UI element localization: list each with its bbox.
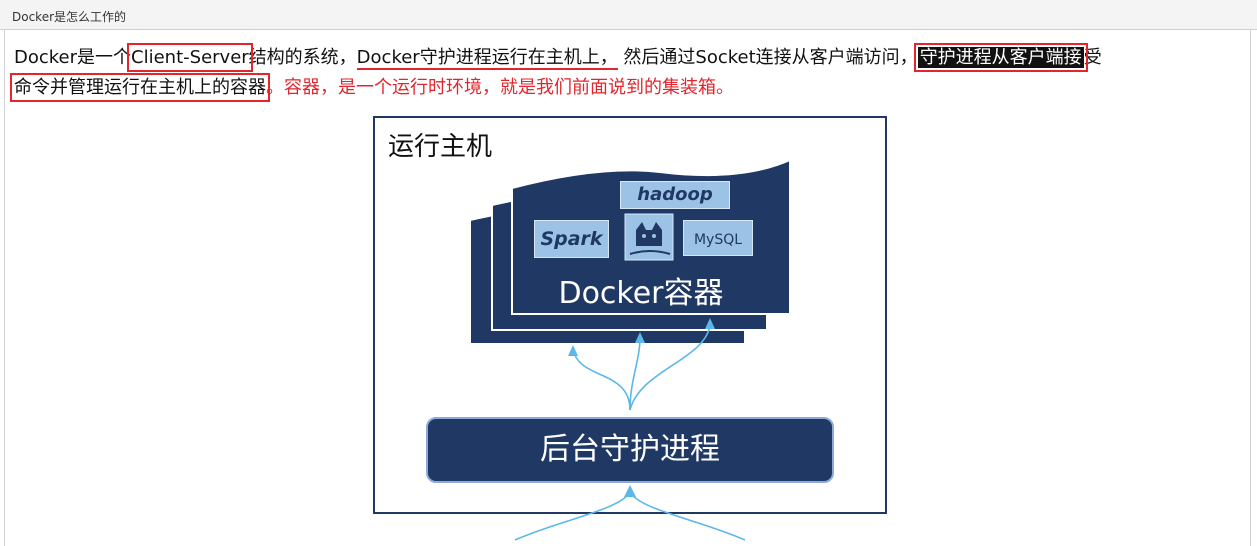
arrowhead-left [568,345,578,356]
arrow-to-container-center [629,337,641,411]
background-daemon-box: 后台守护进程 [426,417,834,483]
text-run: 受 [1083,47,1102,68]
annotated-text-manage-containers: 命令并管理运行在主机上的容器 [10,73,270,102]
arrowhead-daemon [624,485,636,497]
window-title-bar: Docker是怎么工作的 [0,0,1257,30]
arrow-to-container-left [572,349,631,411]
annotated-text-client-server: Client-Server [127,43,253,72]
underlined-text-daemon: Docker守护进程运行在主机上， [356,47,618,70]
arrowhead-right [705,318,715,329]
red-text-container-definition: 。容器，是一个运行时环境，就是我们前面说到的集装箱。 [266,77,734,98]
text-run: 结构的系统， [248,47,357,68]
text-run: Docker是一个 [14,47,132,68]
window-title: Docker是怎么工作的 [12,10,127,24]
arrow-from-client-right [629,491,746,541]
mysql-logo: MySQL [683,220,753,256]
text-run: 然后通过Socket连接从客户端访问， [617,47,918,68]
arrow-to-container-right [629,324,711,411]
host-label: 运行主机 [388,132,493,162]
paragraph-line-2: 命令并管理运行在主机上的容器。容器，是一个运行时环境，就是我们前面说到的集装箱。 [10,73,734,103]
tomcat-icon [624,213,674,261]
paragraph-line-1: Docker是一个Client-Server结构的系统，Docker守护进程运行… [14,43,1102,73]
spark-logo: Spark [534,220,609,258]
selected-text-daemon-receives[interactable]: 守护进程从客户端接 [913,43,1088,72]
docker-container-label: Docker容器 [558,276,724,311]
hadoop-logo: hadoop [620,181,730,209]
arrow-from-client-left [514,491,631,541]
arrowhead-center [635,332,645,343]
document-page [4,30,1251,546]
